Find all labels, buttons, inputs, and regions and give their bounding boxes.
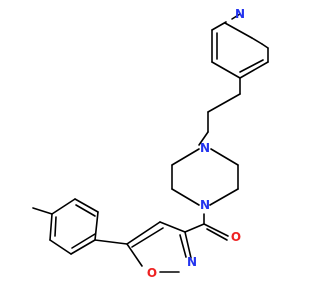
bond bbox=[206, 228, 228, 241]
bond bbox=[209, 188, 239, 206]
bond bbox=[261, 43, 269, 49]
bond bbox=[171, 148, 200, 166]
piperazine-nitrogen-bottom-label: N bbox=[200, 198, 210, 212]
piperazine-nitrogen-top-label: N bbox=[200, 141, 210, 155]
bond bbox=[231, 13, 241, 20]
bond bbox=[159, 221, 186, 233]
bond bbox=[75, 204, 96, 217]
structure-svg: N N N O O N bbox=[32, 7, 269, 280]
bond bbox=[74, 198, 99, 213]
bond bbox=[211, 21, 227, 31]
bond bbox=[239, 61, 269, 79]
atom-labels: N N N O O N bbox=[147, 7, 245, 280]
bond bbox=[224, 22, 253, 39]
bond bbox=[32, 207, 53, 215]
bond bbox=[131, 227, 164, 248]
bond bbox=[207, 93, 241, 113]
bond bbox=[49, 213, 53, 241]
bond bbox=[203, 223, 229, 237]
bond bbox=[251, 37, 263, 45]
bond bbox=[126, 221, 161, 245]
pyridine-nitrogen-label: N bbox=[235, 7, 245, 21]
bond bbox=[184, 231, 192, 259]
bond bbox=[51, 198, 76, 215]
molecule-diagram: N N N O O N bbox=[32, 7, 269, 280]
bond bbox=[198, 131, 209, 146]
bond bbox=[94, 211, 99, 241]
bond bbox=[94, 239, 128, 245]
bond bbox=[184, 223, 205, 233]
bond bbox=[239, 59, 264, 73]
bond bbox=[211, 61, 241, 79]
bond bbox=[126, 243, 143, 267]
bonds bbox=[32, 13, 269, 273]
isoxazole-oxygen-label: O bbox=[147, 266, 157, 280]
bond bbox=[71, 233, 96, 249]
bond bbox=[179, 234, 187, 258]
bond bbox=[54, 216, 57, 237]
bond bbox=[70, 239, 96, 255]
bond bbox=[171, 188, 200, 206]
isoxazole-nitrogen-label: N bbox=[187, 255, 197, 269]
carbonyl-oxygen-label: O bbox=[231, 230, 241, 244]
bond bbox=[49, 239, 72, 255]
bond bbox=[210, 148, 239, 166]
